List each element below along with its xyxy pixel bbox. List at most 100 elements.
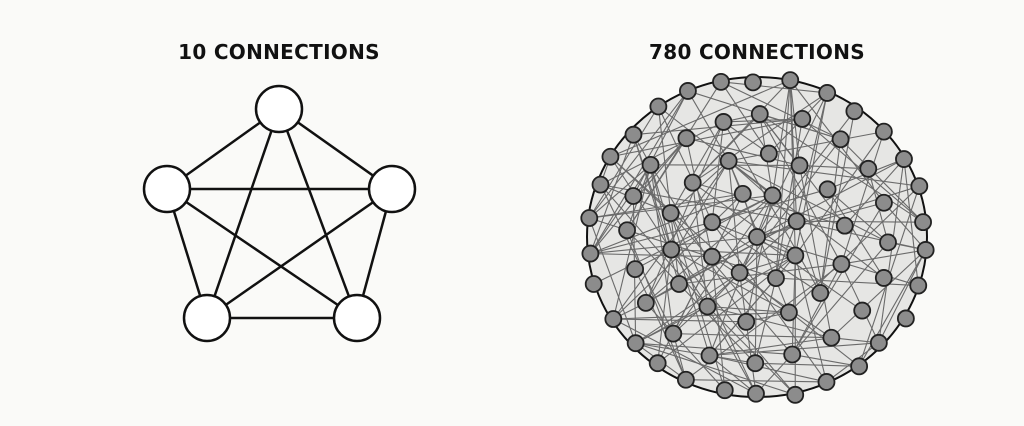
edge	[709, 355, 757, 395]
edge	[687, 90, 730, 162]
node	[636, 293, 655, 312]
node	[730, 263, 749, 282]
node	[744, 73, 762, 92]
node	[624, 125, 643, 144]
node	[832, 255, 851, 273]
edge	[709, 337, 832, 357]
node	[601, 147, 620, 166]
edge	[672, 195, 773, 334]
edge	[878, 159, 905, 343]
edge	[588, 217, 637, 344]
edge	[670, 249, 796, 396]
node	[786, 246, 805, 265]
edge	[711, 121, 725, 223]
edge	[650, 164, 747, 323]
node	[624, 187, 643, 205]
node	[703, 247, 721, 266]
edge	[612, 164, 652, 320]
node	[759, 144, 778, 163]
node	[845, 102, 864, 121]
edge	[205, 108, 281, 319]
node	[580, 209, 599, 227]
edge	[723, 121, 770, 155]
node	[786, 385, 805, 404]
edge	[670, 212, 793, 355]
edge	[791, 202, 885, 355]
edge	[883, 202, 927, 251]
edge	[634, 194, 773, 270]
node	[700, 346, 719, 365]
node	[875, 193, 893, 212]
edge	[635, 272, 740, 344]
node	[662, 240, 681, 259]
edge	[692, 182, 709, 307]
node	[781, 71, 800, 90]
edge	[635, 342, 710, 357]
edge	[792, 353, 860, 367]
edge	[878, 249, 927, 344]
node	[874, 269, 893, 287]
node	[896, 309, 915, 328]
edge	[588, 90, 689, 219]
edge	[791, 242, 889, 355]
node	[909, 276, 928, 295]
node	[367, 164, 417, 214]
edge	[610, 79, 791, 158]
edge	[799, 165, 832, 338]
edge	[858, 249, 927, 367]
edge	[840, 138, 924, 223]
edge	[840, 131, 885, 265]
node	[182, 293, 232, 343]
edge	[771, 80, 791, 196]
edge	[589, 134, 634, 254]
node	[142, 164, 192, 214]
edge	[670, 121, 724, 214]
edge	[609, 156, 708, 307]
edge	[728, 131, 884, 162]
edge	[707, 305, 832, 339]
node	[715, 381, 734, 400]
edge	[819, 139, 842, 294]
node	[747, 384, 765, 403]
node	[750, 105, 769, 123]
node	[648, 354, 667, 373]
node	[626, 334, 645, 353]
edge	[788, 185, 920, 313]
node	[584, 275, 603, 293]
edge	[645, 121, 725, 304]
edge	[686, 137, 800, 166]
edge	[707, 305, 789, 313]
edge	[600, 184, 708, 307]
node	[869, 333, 888, 352]
edge	[692, 113, 761, 184]
node	[661, 204, 680, 222]
node	[679, 82, 697, 100]
edge	[650, 164, 711, 356]
node	[641, 155, 660, 174]
edge	[588, 106, 659, 219]
edge	[711, 256, 726, 391]
edge	[830, 249, 927, 339]
node	[604, 310, 623, 328]
node	[698, 297, 717, 316]
node	[719, 151, 738, 170]
edge	[588, 164, 651, 219]
node	[853, 301, 872, 320]
node	[670, 275, 688, 293]
edge	[723, 121, 821, 294]
node	[916, 241, 935, 259]
edge	[775, 118, 803, 279]
edge	[645, 160, 730, 304]
node	[714, 113, 733, 131]
edge	[590, 193, 743, 255]
node	[733, 184, 752, 203]
left-title: 10 CONNECTIONS	[178, 40, 380, 64]
edge	[841, 249, 926, 265]
node	[879, 233, 897, 252]
edge	[745, 195, 774, 322]
edge	[650, 164, 674, 334]
edge	[739, 254, 796, 274]
node	[822, 328, 841, 347]
node	[712, 72, 730, 91]
